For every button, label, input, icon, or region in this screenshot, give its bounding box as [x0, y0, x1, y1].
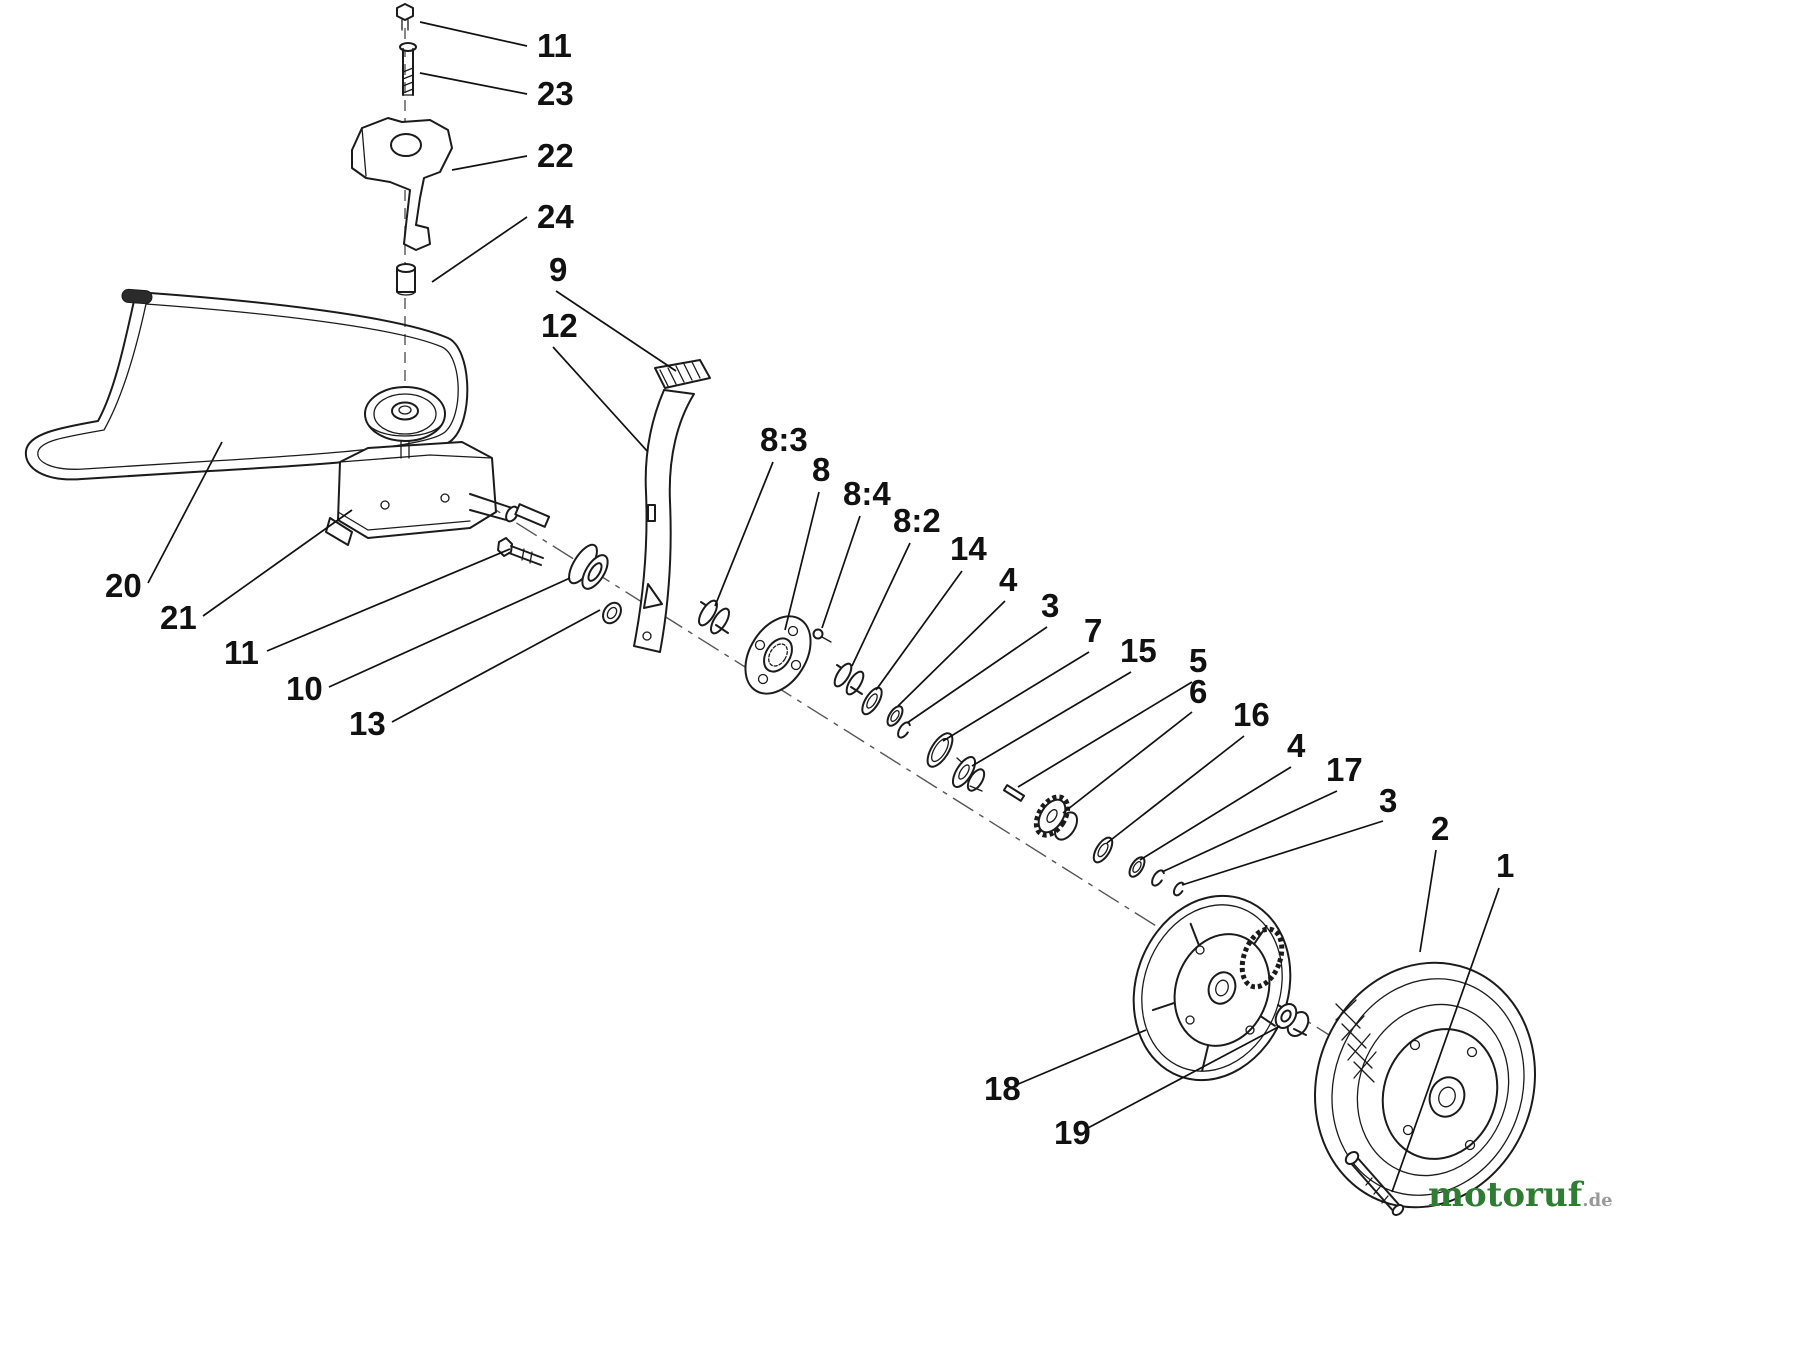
leader-line-8:4	[821, 515, 861, 629]
leader-line-10	[328, 577, 571, 688]
callout-8:3: 8:3	[760, 421, 808, 458]
callout-15: 15	[1120, 632, 1157, 669]
leader-line-6	[1062, 711, 1193, 814]
pulley	[364, 386, 446, 442]
key-5	[1002, 784, 1026, 802]
shift-lever-12	[633, 389, 695, 653]
bearing-19	[1274, 1002, 1310, 1038]
callout-2: 2	[1431, 810, 1449, 847]
leader-line-5	[1017, 681, 1193, 788]
leader-line-11	[266, 548, 511, 652]
callout-3: 3	[1379, 782, 1397, 819]
leader-line-21	[202, 509, 353, 617]
leader-line-16	[1106, 735, 1245, 844]
leader-line-8:2	[851, 542, 911, 667]
long-bolt-23	[399, 42, 417, 96]
tire-tread-pattern	[1335, 999, 1377, 1083]
callout-18: 18	[984, 1070, 1021, 1107]
leader-line-13	[391, 609, 601, 723]
top-bolt-11	[396, 3, 414, 31]
callout-23: 23	[537, 75, 574, 112]
callout-6: 6	[1189, 673, 1207, 710]
leader-line-18	[1015, 1029, 1147, 1086]
callout-13: 13	[349, 705, 386, 742]
wheel-2	[1314, 961, 1536, 1209]
leader-line-3	[906, 626, 1048, 724]
shaft-end	[514, 503, 551, 528]
lever-grip-9	[654, 359, 711, 389]
leader-line-8	[784, 491, 820, 631]
cup-washer-15	[951, 756, 986, 792]
leader-line-1	[1391, 887, 1500, 1193]
callout-7: 7	[1084, 612, 1102, 649]
drive-belt-20	[24, 288, 469, 481]
callout-1: 1	[1496, 847, 1514, 884]
leader-line-20	[147, 441, 223, 584]
leader-line-23	[419, 72, 528, 95]
leader-line-19	[1085, 1025, 1281, 1130]
leader-line-17	[1161, 790, 1338, 873]
washer-16	[1092, 836, 1114, 864]
bracket-22	[351, 117, 453, 251]
gearbox-21	[325, 439, 551, 546]
callout-11: 11	[537, 27, 572, 64]
leader-line-9	[555, 290, 677, 372]
e-clip-3b	[1172, 881, 1186, 897]
washer-4b	[1128, 856, 1146, 878]
callout-8: 8	[812, 451, 830, 488]
bearing-housing-8	[744, 615, 812, 695]
callout-22: 22	[537, 137, 574, 174]
callout-8:2: 8:2	[893, 502, 941, 539]
washer-4a	[886, 705, 904, 727]
callout-17: 17	[1326, 751, 1363, 788]
leader-line-2	[1419, 849, 1437, 953]
callout-4: 4	[999, 561, 1018, 598]
leader-line-4	[1139, 766, 1292, 861]
watermark-suffix: .de	[1582, 1190, 1612, 1211]
leader-line-8:3	[714, 461, 774, 607]
leader-line-15	[971, 671, 1132, 767]
callout-21: 21	[160, 599, 197, 636]
callout-12: 12	[541, 307, 578, 344]
callout-4: 4	[1287, 727, 1306, 764]
callout-8:4: 8:4	[843, 475, 891, 512]
spacer-24	[396, 263, 416, 296]
leader-line-4	[897, 600, 1006, 707]
callout-3: 3	[1041, 587, 1059, 624]
wheel-gear-18	[1132, 894, 1292, 1082]
callout-20: 20	[105, 567, 142, 604]
callout-19: 19	[1054, 1114, 1091, 1151]
leader-line-11	[419, 21, 528, 47]
callout-24: 24	[537, 198, 574, 235]
callout-10: 10	[286, 670, 323, 707]
bearing-10	[568, 543, 609, 590]
washer-14	[861, 686, 883, 716]
leader-line-24	[431, 216, 528, 283]
callout-16: 16	[1233, 696, 1270, 733]
bushing-8-2	[833, 662, 865, 696]
leader-line-7	[942, 651, 1090, 742]
leader-line-22	[451, 155, 528, 171]
watermark: motoruf.de	[1428, 1175, 1613, 1215]
axle-bolt-1	[1344, 1151, 1405, 1216]
callout-11: 11	[224, 634, 259, 671]
leader-line-12	[552, 346, 649, 453]
nut-13	[602, 601, 622, 625]
callout-14: 14	[950, 530, 987, 567]
e-clip-17	[1151, 869, 1165, 887]
leader-line-14	[875, 570, 963, 691]
watermark-brand: motoruf	[1428, 1175, 1585, 1215]
callout-5: 5	[1189, 642, 1207, 679]
screw-8-4	[812, 628, 832, 643]
callout-9: 9	[549, 251, 567, 288]
leader-line-3	[1181, 820, 1384, 886]
bushing-8-3	[698, 599, 730, 635]
pinion-gear-6	[1033, 794, 1079, 841]
bolt-11-lower	[497, 537, 544, 566]
e-clip-3a	[897, 721, 911, 739]
